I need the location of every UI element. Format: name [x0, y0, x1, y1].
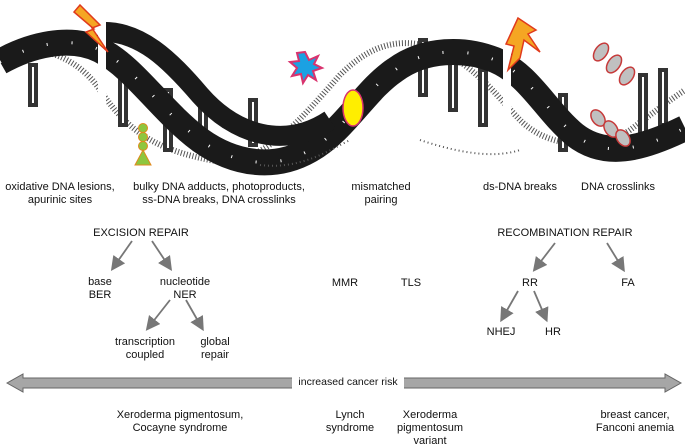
disease-breast-fa: breast cancer, Fanconi anemia [595, 409, 675, 434]
damage-label-mismatch: mismatched pairing [351, 181, 411, 206]
pathway-global-repair: global repair [200, 336, 230, 361]
pathway-mmr: MMR [331, 277, 359, 289]
pathway-nhej: NHEJ [486, 326, 516, 338]
cancer-risk-label: increased cancer risk [292, 376, 404, 389]
pathway-transcription-coupled: transcription coupled [115, 336, 175, 361]
pathway-rr: RR [522, 277, 538, 289]
lightning-icon [504, 16, 541, 73]
pathway-hr: HR [545, 326, 561, 338]
pathway-arrows [110, 240, 625, 332]
disease-xp-cs: Xeroderma pigmentosum, Cocayne syndrome [116, 409, 244, 434]
damage-label-crosslinks: DNA crosslinks [581, 181, 655, 193]
bulky-adduct-icon [134, 123, 152, 166]
pathway-recombination-repair: RECOMBINATION REPAIR [497, 227, 633, 239]
dna-helix [0, 20, 685, 176]
pathway-base-ber: base BER [88, 276, 112, 301]
damage-label-bulky: bulky DNA adducts, photoproducts, ss-DNA… [133, 181, 305, 206]
mismatch-oval-icon [342, 89, 364, 127]
pathway-excision-repair: EXCISION REPAIR [93, 227, 189, 239]
lightning-icon [72, 3, 109, 53]
crosslink-icon [590, 42, 636, 147]
photoproduct-burst-icon [287, 50, 325, 86]
disease-xp-variant: Xeroderma pigmentosum variant [396, 409, 464, 447]
disease-lynch: Lynch syndrome [325, 409, 375, 434]
pathway-tls: TLS [400, 277, 422, 289]
damage-label-dsb: ds-DNA breaks [483, 181, 557, 193]
damage-label-oxidative: oxidative DNA lesions, apurinic sites [5, 181, 115, 206]
pathway-fa: FA [621, 277, 635, 289]
pathway-nucleotide-ner: nucleotide NER [159, 276, 211, 301]
